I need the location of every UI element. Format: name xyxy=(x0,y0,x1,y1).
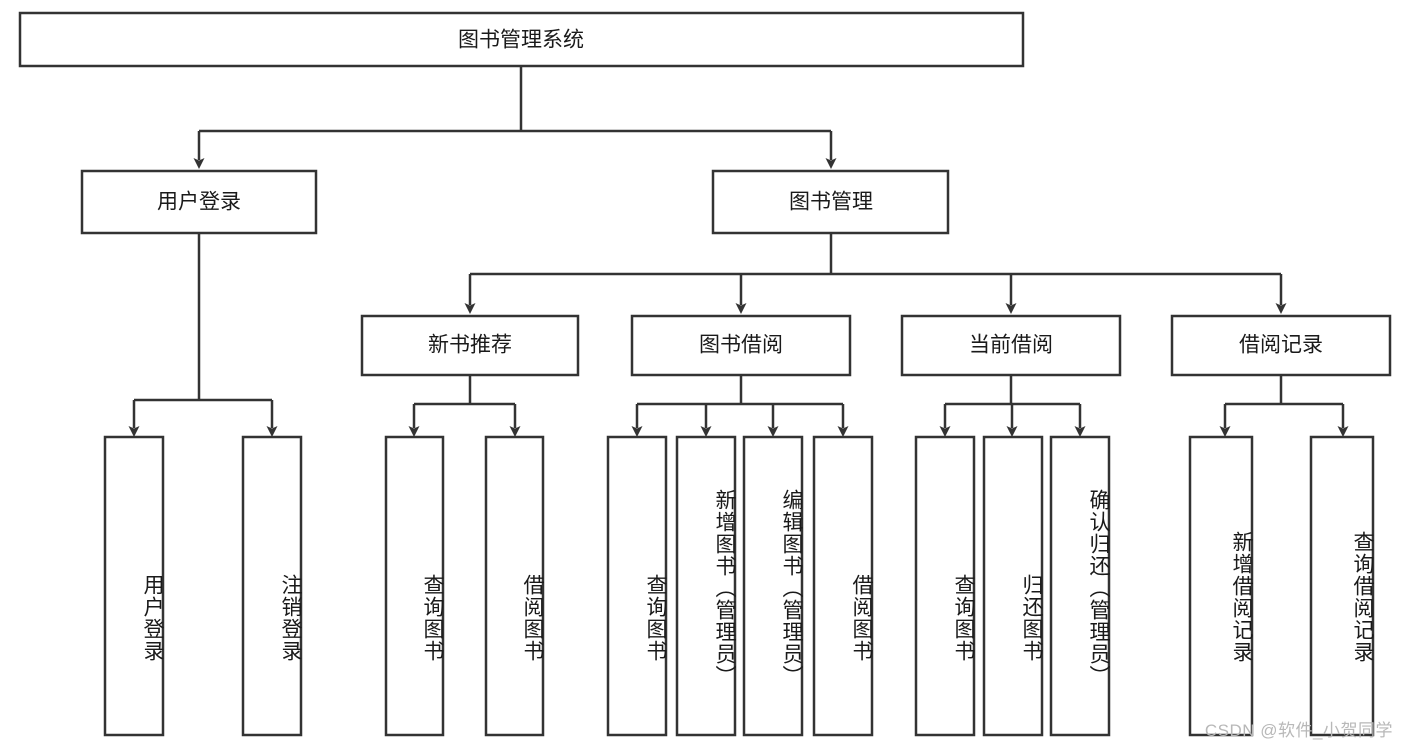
leaf-box-query-book-2[interactable] xyxy=(606,435,668,737)
leaf-box-borrow-book-2[interactable] xyxy=(812,435,874,737)
node-root-label: 图书管理系统 xyxy=(458,29,584,52)
node-borrow-record-label: 借阅记录 xyxy=(1239,334,1323,357)
connector-newbook-to-leaves xyxy=(408,376,521,437)
leaf-box-logout-login[interactable] xyxy=(241,435,303,737)
node-current-borrow-label: 当前借阅 xyxy=(969,334,1053,357)
leaf-box-return-book[interactable] xyxy=(982,435,1044,737)
leaf-box-confirm-return[interactable] xyxy=(1049,435,1111,737)
leaf-box-query-book-3[interactable] xyxy=(914,435,976,737)
leaf-box-user-login[interactable] xyxy=(103,435,165,737)
node-book-borrow-label: 图书借阅 xyxy=(699,334,783,357)
leaf-box-query-record[interactable] xyxy=(1309,435,1375,737)
node-book-management-label: 图书管理 xyxy=(789,191,873,214)
node-user-login[interactable]: 用户登录 xyxy=(80,169,318,235)
node-book-management[interactable]: 图书管理 xyxy=(711,169,950,235)
leaf-box-query-book-1[interactable] xyxy=(384,435,445,737)
csdn-watermark: CSDN @软件_小贺同学 xyxy=(1204,721,1393,740)
node-new-book-recommend[interactable]: 新书推荐 xyxy=(360,314,580,377)
leaf-box-edit-book[interactable] xyxy=(742,435,804,737)
leaf-box-borrow-book-1[interactable] xyxy=(484,435,545,737)
connector-userlogin-to-leaves xyxy=(128,233,278,437)
connector-currentborrow-to-leaves xyxy=(939,376,1086,437)
connector-bookmgmt-to-level3 xyxy=(464,233,1287,314)
node-new-book-recommend-label: 新书推荐 xyxy=(428,334,512,357)
leaf-box-add-record[interactable] xyxy=(1188,435,1254,737)
node-user-login-label: 用户登录 xyxy=(157,191,241,214)
connector-root-to-level2 xyxy=(193,66,837,169)
node-book-borrow[interactable]: 图书借阅 xyxy=(630,314,852,377)
node-root-system[interactable]: 图书管理系统 xyxy=(18,11,1025,68)
node-borrow-record[interactable]: 借阅记录 xyxy=(1170,314,1392,377)
connector-borrowrecord-to-leaves xyxy=(1219,376,1349,437)
node-current-borrow[interactable]: 当前借阅 xyxy=(900,314,1122,377)
leaf-box-add-book[interactable] xyxy=(675,435,737,737)
connector-bookborrow-to-leaves xyxy=(631,376,849,437)
